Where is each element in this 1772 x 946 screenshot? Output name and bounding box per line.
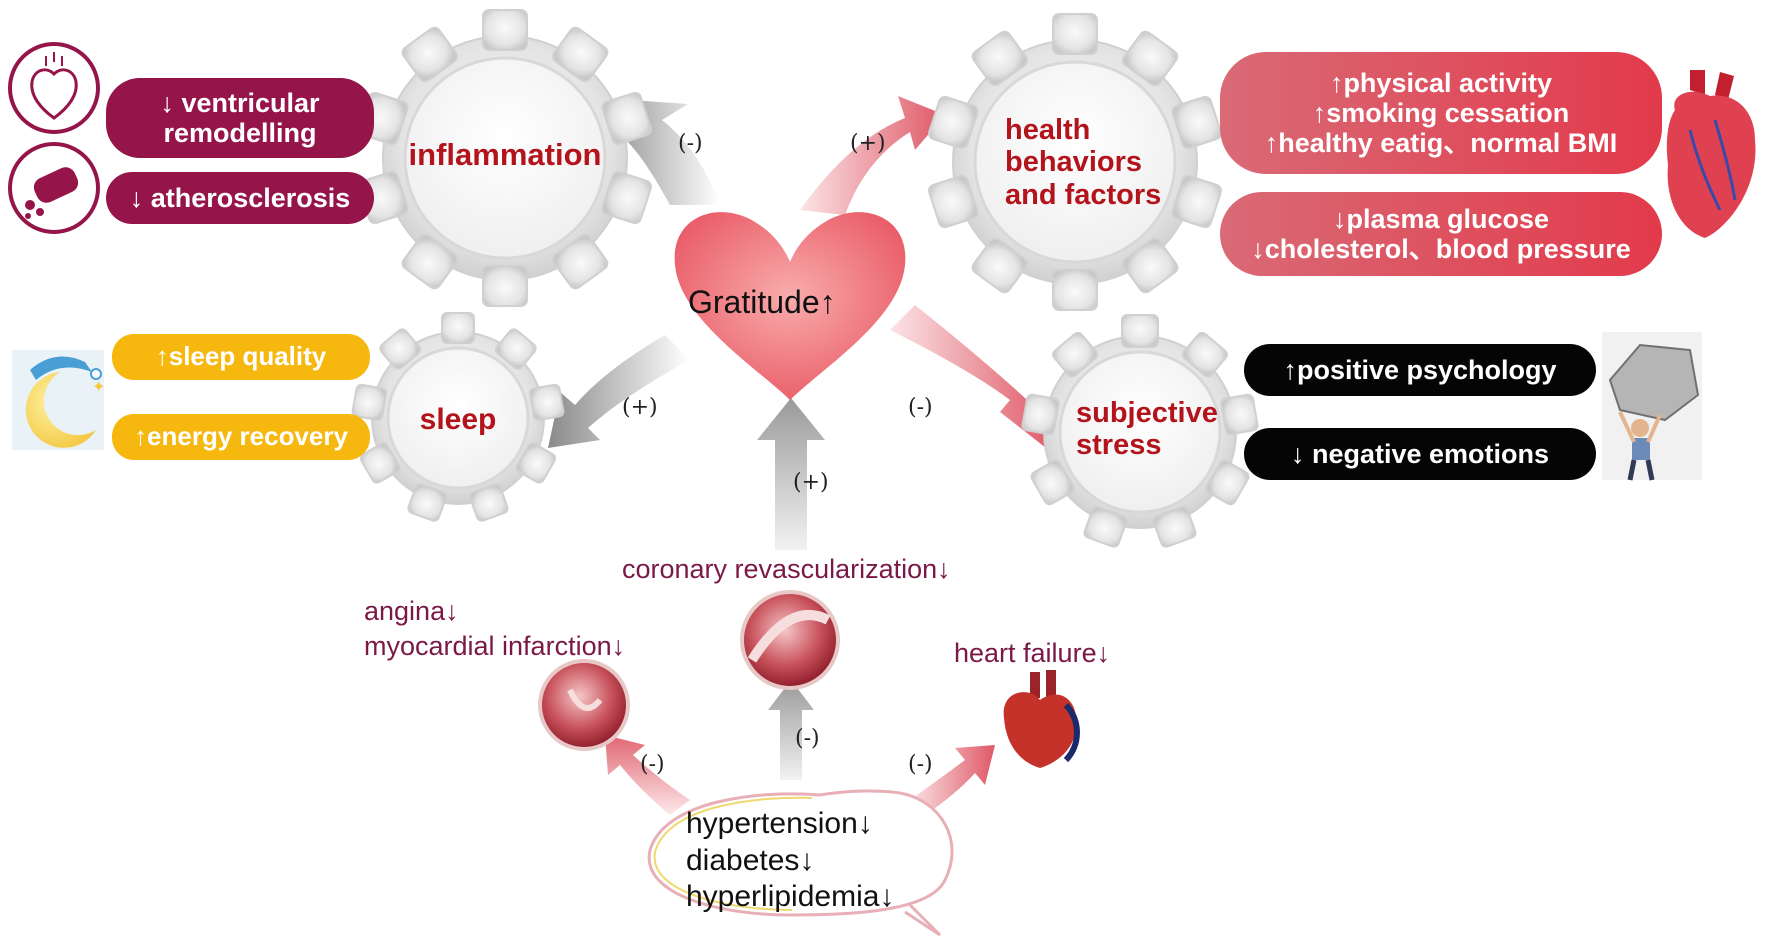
gratitude-heart-icon [674, 212, 906, 400]
gear-label-stress: subjective stress [1076, 397, 1236, 462]
health-label-line1: health [1005, 114, 1091, 146]
outcome-heart-failure: heart failure↓ [954, 638, 1111, 668]
sign-outcome-mid: (-) [795, 726, 820, 751]
arrow-to-stress [890, 305, 1055, 455]
sign-bottom-up: (+) [793, 470, 829, 495]
arrow-to-left-outcome [605, 735, 690, 815]
cholesterol-bp: ↓cholesterol、blood pressure [1251, 234, 1631, 264]
sign-inflammation: (-) [678, 131, 703, 156]
stress-label-line2: stress [1076, 429, 1162, 462]
gear-inflammation [358, 9, 652, 307]
risk-factors-text: hypertension↓ diabetes↓ hyperlipidemia↓ [686, 806, 894, 916]
pill-health-factors: ↓plasma glucose ↓cholesterol、blood press… [1220, 192, 1662, 276]
pill-energy-recovery: ↑energy recovery [112, 414, 370, 460]
moon-sleep-icon: ✦ [12, 350, 105, 450]
negative-emotions-label: ↓ negative emotions [1290, 438, 1550, 469]
gear-stress [1021, 314, 1259, 548]
gratitude-label: Gratitude↑ [688, 284, 836, 320]
positive-psychology-label: ↑positive psychology [1283, 354, 1557, 385]
physical-activity: ↑physical activity [1329, 67, 1553, 98]
health-label-line2: behaviors [1005, 146, 1142, 179]
artery-plaque-icon [8, 142, 100, 234]
heart-outline-icon [8, 42, 100, 134]
hypertension: hypertension↓ [686, 807, 873, 840]
gear-label-sleep: sleep [398, 403, 518, 437]
pill-negative-emotions: ↓ negative emotions [1244, 428, 1596, 480]
stress-burden-icon [1602, 332, 1702, 481]
stress-label-line1: subjective [1076, 397, 1218, 429]
hyperlipidemia: hyperlipidemia↓ [686, 880, 895, 914]
healthy-eating: ↑healthy eatig、normal BMI [1264, 128, 1618, 159]
arrow-to-health [800, 96, 945, 215]
gear-label-inflammation: inflammation [395, 137, 615, 173]
health-label-line3: and factors [1005, 178, 1162, 211]
arrow-to-sleep [548, 335, 690, 448]
risk-factors-bubble [647, 789, 954, 937]
outcome-coronary: coronary revascularization↓ [622, 554, 951, 584]
outcome-angina: angina↓ [364, 596, 459, 626]
arrow-to-right-outcome [910, 745, 995, 815]
outcome-mi: myocardial infarction↓ [364, 630, 626, 661]
plasma-glucose: ↓plasma glucose [1332, 203, 1550, 234]
pill-sleep-quality: ↑sleep quality [112, 334, 370, 380]
svg-text:✦: ✦ [92, 377, 105, 396]
anatomical-heart-icon [1666, 70, 1756, 238]
sign-stress: (-) [908, 395, 933, 420]
sign-health: (+) [850, 131, 886, 156]
smoking-cessation: ↑smoking cessation [1312, 97, 1570, 128]
failing-heart-image [1003, 670, 1080, 768]
pill-ventricular-remodelling: ↓ ventricular remodelling [106, 78, 374, 158]
arrow-bottom-to-gratitude [757, 398, 825, 550]
ventricular-line1: ↓ ventricular [160, 87, 320, 118]
outcome-angina-mi: angina↓ myocardial infarction↓ [364, 594, 625, 663]
heart-chamber-image [538, 659, 630, 751]
atherosclerosis-label: ↓ atherosclerosis [129, 182, 351, 213]
energy-recovery-label: ↑energy recovery [134, 421, 348, 452]
pill-health-behaviors: ↑physical activity ↑smoking cessation ↑h… [1220, 52, 1662, 174]
ventricular-line2: remodelling [163, 118, 317, 148]
inflammation-label: inflammation [408, 137, 602, 172]
sign-sleep: (+) [622, 395, 658, 420]
sleep-quality-label: ↑sleep quality [155, 341, 327, 372]
gear-sleep [351, 312, 565, 522]
coronary-artery-image [740, 590, 840, 690]
pill-atherosclerosis: ↓ atherosclerosis [106, 172, 374, 224]
gear-label-health: health behaviors and factors [1005, 114, 1165, 211]
sleep-label: sleep [419, 403, 497, 436]
arrow-to-mid-outcome [768, 680, 814, 780]
pill-positive-psychology: ↑positive psychology [1244, 344, 1596, 396]
sign-outcome-right: (-) [908, 752, 933, 777]
gear-health [928, 13, 1222, 311]
sign-outcome-left: (-) [640, 752, 665, 777]
diabetes: diabetes↓ [686, 843, 815, 877]
